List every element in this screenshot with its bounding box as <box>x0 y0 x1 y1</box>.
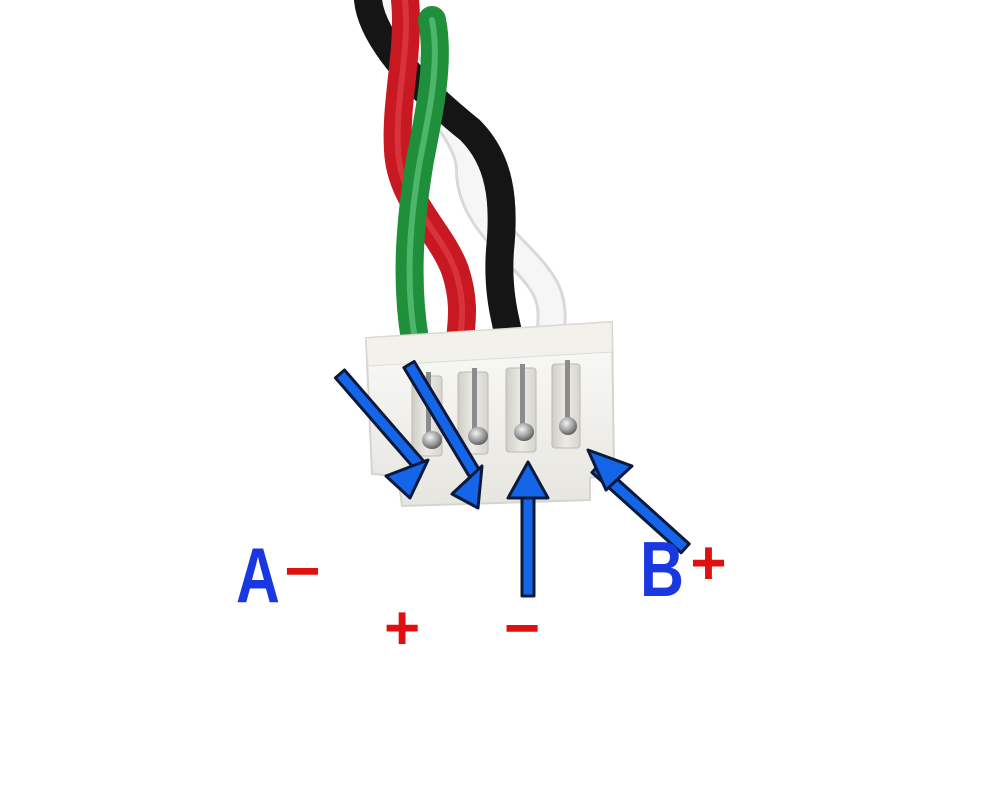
label-a-minus: A− <box>236 536 321 614</box>
pin-a-minus <box>422 431 442 449</box>
arrow-minus-icon <box>520 488 536 598</box>
pin-plus <box>468 427 488 445</box>
label-minus: − <box>504 598 540 660</box>
label-b-letter: B <box>640 525 684 613</box>
label-plus: + <box>384 598 420 660</box>
label-a-letter: A <box>236 531 280 619</box>
label-minus-sign: − <box>504 594 541 663</box>
pin-b-plus <box>559 417 577 435</box>
label-plus-sign: + <box>384 594 421 663</box>
label-a-sign: − <box>284 537 321 606</box>
label-b-sign: + <box>690 529 727 598</box>
wire-bundle <box>354 0 567 355</box>
pin-minus <box>514 423 534 441</box>
label-b-plus: B+ <box>640 530 727 608</box>
arrows <box>333 359 691 598</box>
